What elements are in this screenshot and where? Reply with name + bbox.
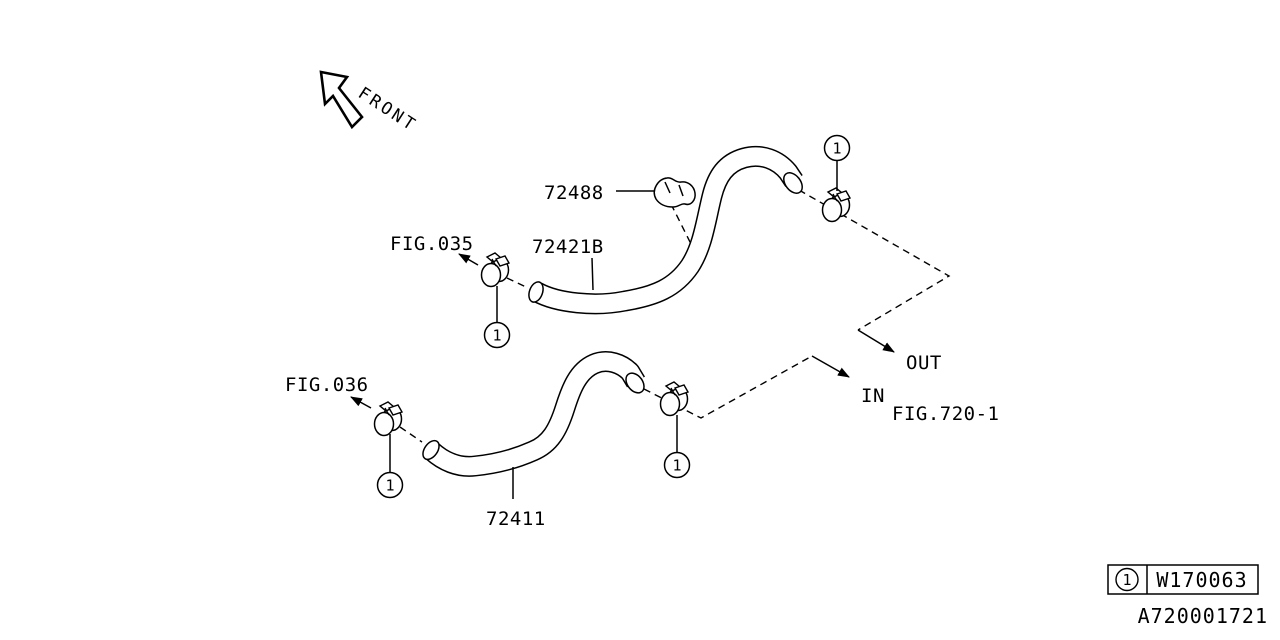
fig-ref-720-1: FIG.720-1 bbox=[892, 403, 999, 425]
flow-label-out: OUT bbox=[906, 352, 942, 374]
part-label-72488: 72488 bbox=[544, 182, 604, 204]
lower-hose-72411 bbox=[422, 351, 646, 477]
part-label-72411: 72411 bbox=[486, 508, 546, 530]
hose-clamp-fig036 bbox=[373, 401, 403, 437]
legend-callout-number: 1 bbox=[1122, 571, 1131, 589]
callout-number: 1 bbox=[492, 327, 501, 345]
dash-clamp035-to-hose bbox=[506, 277, 527, 288]
fig-ref-035: FIG.035 bbox=[390, 233, 474, 255]
legend-part-number: W170063 bbox=[1156, 568, 1247, 592]
callout-number: 1 bbox=[672, 457, 681, 475]
callout-circle-upper-right-clamp: 1 bbox=[823, 134, 851, 162]
arrow-to-in bbox=[811, 355, 850, 378]
leader-72421B bbox=[591, 257, 594, 291]
lower-hose-open-end bbox=[625, 372, 645, 394]
callout-number: 1 bbox=[832, 140, 841, 158]
front-arrow: FRONT bbox=[319, 70, 421, 136]
dash-clamp036-to-hose bbox=[399, 426, 423, 443]
callout-circle-lower-middle-clamp: 1 bbox=[663, 451, 691, 479]
front-label: FRONT bbox=[354, 83, 420, 136]
front-arrow-icon bbox=[319, 70, 364, 130]
fig-ref-036: FIG.036 bbox=[285, 374, 369, 396]
callout-number: 1 bbox=[385, 477, 394, 495]
arrow-to-out bbox=[857, 329, 895, 353]
upper-hose-left-end bbox=[528, 281, 544, 303]
legend-table: 1 W170063 bbox=[1107, 564, 1259, 595]
dash-out-line bbox=[798, 189, 951, 331]
flow-label-in: IN bbox=[861, 385, 885, 407]
drawing-number: A720001721 bbox=[1138, 604, 1268, 628]
arrow-to-fig036 bbox=[350, 396, 372, 409]
callout-circle-fig036-clamp: 1 bbox=[376, 471, 404, 499]
upper-hose-open-end bbox=[783, 172, 803, 194]
clip-72488 bbox=[653, 177, 696, 208]
lower-hose-left-end bbox=[422, 439, 440, 461]
part-label-72421B: 72421B bbox=[532, 236, 604, 258]
hose-clamp-lower-middle bbox=[659, 381, 689, 417]
arrow-to-fig035 bbox=[458, 253, 479, 266]
legend-callout-circle bbox=[1115, 567, 1139, 592]
callout-circle-fig035-clamp: 1 bbox=[483, 321, 511, 349]
hose-clamp-fig035 bbox=[480, 252, 510, 288]
upper-hose-72421B bbox=[528, 145, 803, 315]
dash-in-line bbox=[643, 355, 813, 419]
